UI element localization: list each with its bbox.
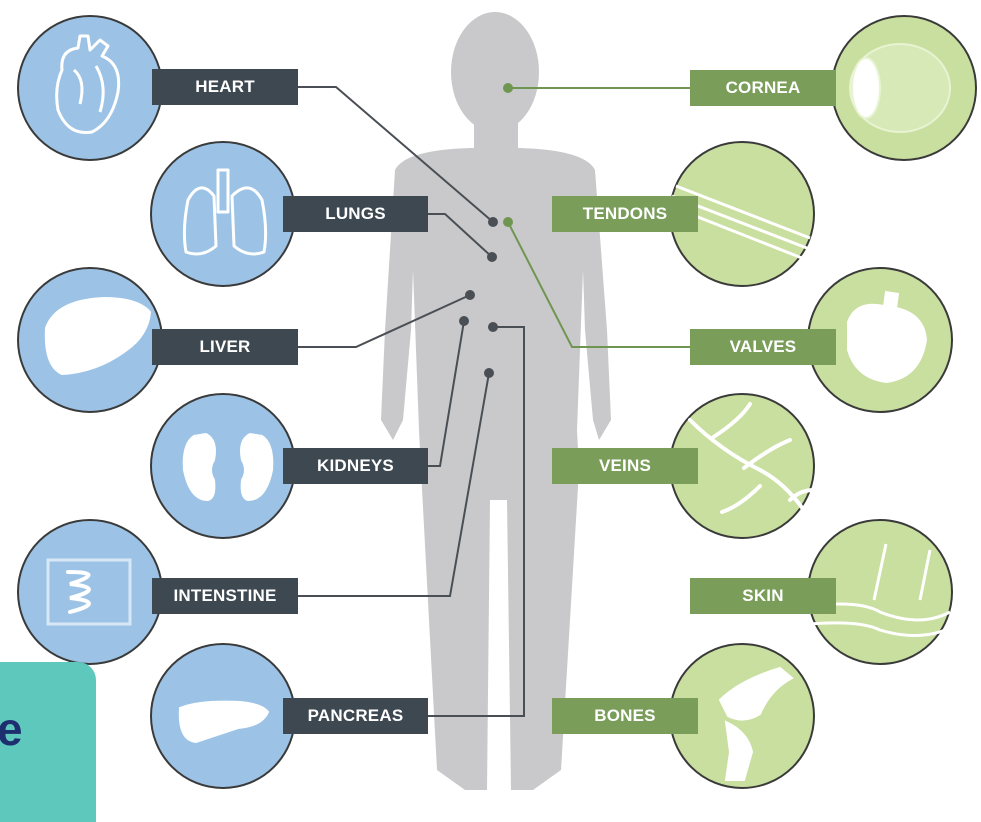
skin-label: SKIN <box>690 578 836 614</box>
liver-label: LIVER <box>152 329 298 365</box>
organ-connector-dots <box>459 217 498 378</box>
organ-connectors <box>298 86 525 717</box>
kidneys-connector <box>428 320 465 467</box>
veins-label: VEINS <box>552 448 698 484</box>
skin-layers-icon <box>809 543 951 638</box>
human-body-silhouette <box>381 12 611 790</box>
tissue-circles <box>669 15 977 789</box>
eye-icon <box>849 43 951 133</box>
pancreas-label: PANCREAS <box>283 698 428 734</box>
tissue-connectors <box>507 87 690 348</box>
liver-icon <box>44 296 152 376</box>
kidneys-circle <box>150 393 296 539</box>
lungs-circle <box>150 141 296 287</box>
lungs-label: LUNGS <box>283 196 428 232</box>
valves-connector <box>507 221 690 348</box>
knee-joint-icon <box>718 666 794 781</box>
pancreas-icon <box>178 700 270 744</box>
pancreas-connector <box>428 326 525 717</box>
heart-connector <box>298 86 494 223</box>
heart-valve-icon <box>847 290 928 384</box>
corner-badge-text: e <box>0 703 23 755</box>
tendons-label: TENDONS <box>552 196 698 232</box>
intestine-connector <box>298 372 490 597</box>
tissue-connector-dots <box>503 83 513 227</box>
heart-circle <box>17 15 163 161</box>
bones-label: BONES <box>552 698 698 734</box>
intestine-circle <box>17 519 163 665</box>
liver-connector <box>298 294 471 348</box>
veins-icon <box>688 402 816 522</box>
organ-tissue-donation-diagram <box>17 12 977 790</box>
kidneys-label: KIDNEYS <box>283 448 428 484</box>
heart-icon <box>55 34 121 135</box>
lungs-icon <box>182 168 268 256</box>
heart-label: HEART <box>152 69 298 105</box>
intestine-icon <box>46 558 132 626</box>
intestine-label: INTENSTINE <box>152 578 298 614</box>
corner-badge: e <box>0 662 96 822</box>
cornea-label: CORNEA <box>690 70 836 106</box>
lungs-connector <box>428 213 493 258</box>
kidneys-icon <box>182 432 274 502</box>
valves-label: VALVES <box>690 329 836 365</box>
